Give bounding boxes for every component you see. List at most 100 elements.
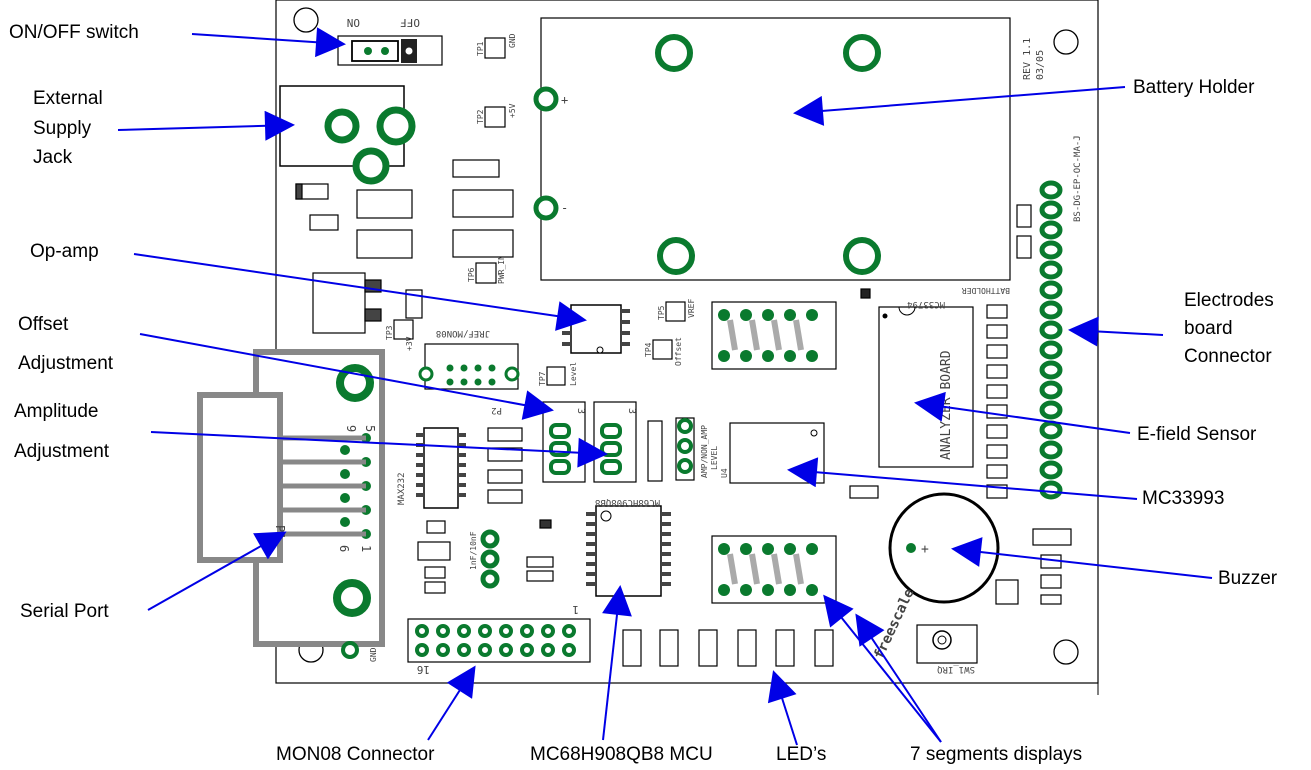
trim1-pin3: 3	[575, 408, 586, 414]
u4-text: U4	[720, 468, 729, 478]
jref-text: JREF/MON08	[436, 328, 490, 338]
opamp-chip	[562, 304, 630, 354]
label-efield: E-field Sensor	[1137, 424, 1257, 445]
mon08-header: 1 16	[407, 603, 591, 676]
pcb-board: ON OFF + - REV 1.1 03/05 BS-DG-EP-OC-MA-…	[197, 0, 1099, 695]
pwr-in-text: PWR_IN	[497, 255, 506, 284]
tp2-text: TP2	[476, 109, 485, 124]
arrow-7seg-1	[823, 594, 942, 743]
mc33993-chip	[729, 422, 825, 484]
label-opamp: Op-amp	[30, 241, 99, 262]
led-row	[622, 629, 834, 667]
label-amplitude-1: Amplitude	[14, 401, 99, 422]
cap-text: 1nF/10nF	[469, 531, 478, 570]
arrow-amplitude	[150, 431, 608, 468]
arrow-mon08	[427, 665, 476, 741]
v3-text: +3V	[405, 336, 414, 351]
analyzer-text: ANALYZER BOARD	[939, 350, 954, 460]
label-ext-supply-2: Supply	[33, 118, 92, 139]
caps-column	[417, 427, 554, 594]
test-points	[393, 37, 686, 386]
arrow-buzzer	[951, 537, 1213, 579]
label-electrodes-3: Connector	[1184, 346, 1272, 367]
board-id-text: BS-DG-EP-OC-MA-J	[1073, 135, 1083, 222]
seven-seg-top	[711, 301, 837, 370]
trimmer-amplitude: 3	[593, 401, 637, 483]
arrow-7seg-2	[855, 613, 942, 743]
sw-irq-text: SW1_IRQ	[937, 664, 975, 674]
serial-pin1: 1	[359, 545, 373, 552]
arrow-supply	[117, 110, 295, 141]
label-seven-seg: 7 segments displays	[910, 744, 1082, 765]
battery-holder: + - REV 1.1 03/05 BS-DG-EP-OC-MA-J	[533, 17, 1083, 281]
battery-plus-text: +	[561, 93, 568, 107]
battholder-text: BATTHOLDER	[962, 286, 1010, 295]
offset-tp-text: Offset	[674, 337, 683, 366]
switch-on-text: ON	[347, 16, 360, 29]
tp6-text: TP6	[467, 267, 476, 282]
label-serial: Serial Port	[20, 601, 109, 622]
amp-jumper: AMP/NON_AMP LEVEL U4	[647, 417, 729, 482]
arrow-mcu	[602, 585, 632, 741]
label-offset-1: Offset	[18, 314, 69, 335]
label-electrodes-2: board	[1184, 318, 1233, 339]
label-mcu: MC68H908QB8 MCU	[530, 744, 713, 765]
p2-text: P2	[491, 405, 502, 415]
callout-arrows	[117, 27, 1213, 746]
supply-jack	[279, 85, 416, 185]
arrow-electrodes	[1068, 316, 1164, 347]
v5-text: +5V	[508, 103, 517, 118]
label-amplitude-2: Adjustment	[14, 441, 110, 462]
mc33794-text: MC33794	[907, 299, 945, 309]
gnd2-text: GND	[369, 647, 378, 662]
trim2-pin3: 3	[626, 408, 637, 414]
max232-text: MAX232	[397, 472, 407, 505]
arrow-opamp	[133, 253, 587, 331]
vref-text: VREF	[687, 299, 696, 318]
label-mon08: MON08 Connector	[276, 744, 435, 765]
trimmer-offset: 3	[542, 401, 586, 483]
max232-chip: MAX232	[397, 427, 466, 509]
date-text: 03/05	[1035, 50, 1046, 80]
mon08-pin16: 16	[417, 663, 430, 676]
irq-switch: SW1_IRQ	[916, 624, 978, 674]
label-battery: Battery Holder	[1133, 77, 1255, 98]
arrow-mc33993	[787, 457, 1138, 500]
test-point-labels: TP1 GND TP2 +5V TP6 PWR_IN TP3 +3V TP4 O…	[385, 33, 696, 386]
level-tp-text: Level	[569, 362, 578, 386]
serial-port: 9 5 6 1 P1	[197, 349, 385, 647]
mcu-part-text: MC68HC908QB8	[595, 497, 660, 507]
rev-text: REV 1.1	[1022, 38, 1033, 80]
seven-seg-bottom	[711, 535, 837, 604]
label-ext-supply-3: Jack	[33, 147, 73, 168]
buzzer-plus-text: +	[921, 542, 929, 557]
tp3-text: TP3	[385, 325, 394, 340]
tp1-text: TP1	[476, 41, 485, 56]
serial-pin5: 5	[363, 425, 377, 432]
label-leds: LED’s	[776, 744, 826, 765]
label-ext-supply-1: External	[33, 88, 103, 109]
mount-hole-tl	[293, 7, 319, 33]
cap-select-jumper: 1nF/10nF	[469, 529, 500, 589]
gnd-pad: GND	[341, 641, 378, 662]
label-on-off: ON/OFF switch	[9, 22, 139, 43]
arrow-offset	[139, 333, 554, 420]
switch-off-text: OFF	[400, 16, 420, 29]
arrow-leds	[767, 670, 798, 746]
mon08-pin1: 1	[572, 603, 579, 616]
efield-sensor-chip: ANALYZER BOARD MC33794 BATTHOLDER	[878, 286, 1010, 468]
arrow-serial	[147, 531, 287, 611]
smd-column	[986, 204, 1032, 499]
label-offset-2: Adjustment	[18, 353, 114, 374]
gnd-text: GND	[508, 33, 517, 48]
tp7-text: TP7	[538, 371, 547, 386]
mcu-chip: MC68HC908QB8	[586, 497, 671, 597]
label-mc33993: MC33993	[1142, 488, 1224, 509]
serial-pin6: 6	[337, 545, 351, 552]
callout-labels: ON/OFF switch External Supply Jack Op-am…	[9, 22, 1278, 765]
mount-hole-tr	[1053, 29, 1079, 55]
label-buzzer: Buzzer	[1218, 568, 1278, 589]
right-bottom-parts	[849, 288, 1072, 605]
level-u-text: LEVEL	[710, 446, 719, 470]
